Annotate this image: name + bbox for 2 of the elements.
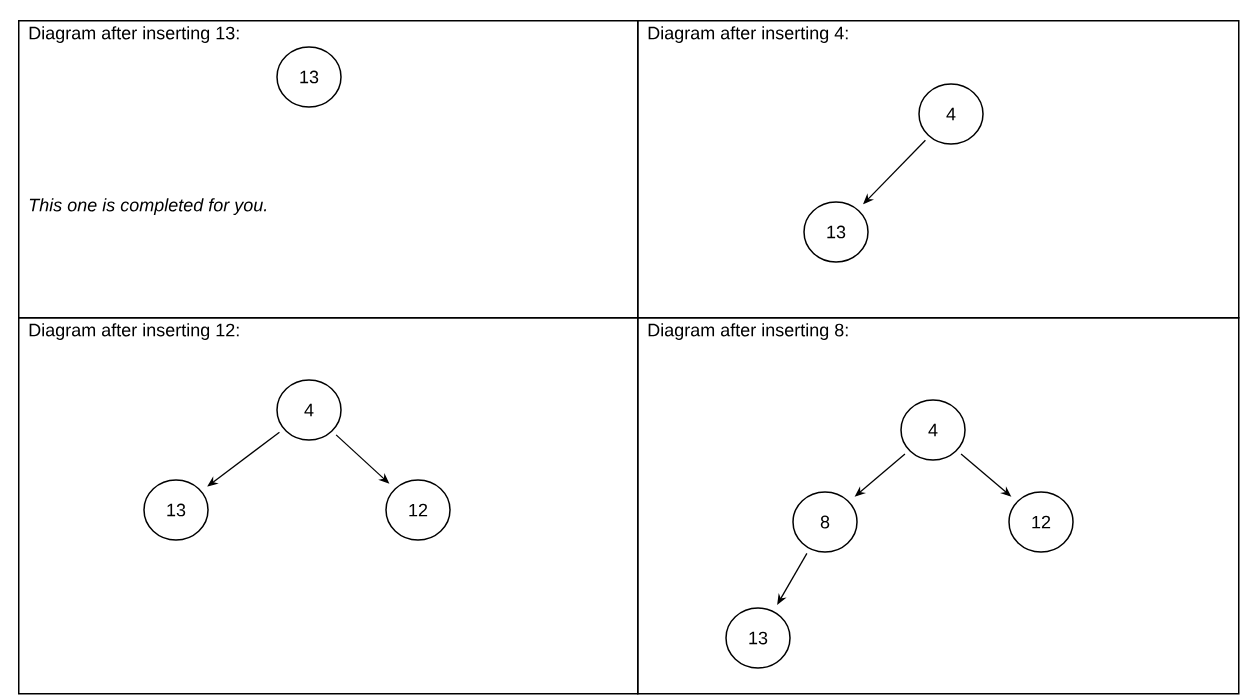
arrow	[777, 552, 808, 605]
arrow	[207, 431, 281, 487]
